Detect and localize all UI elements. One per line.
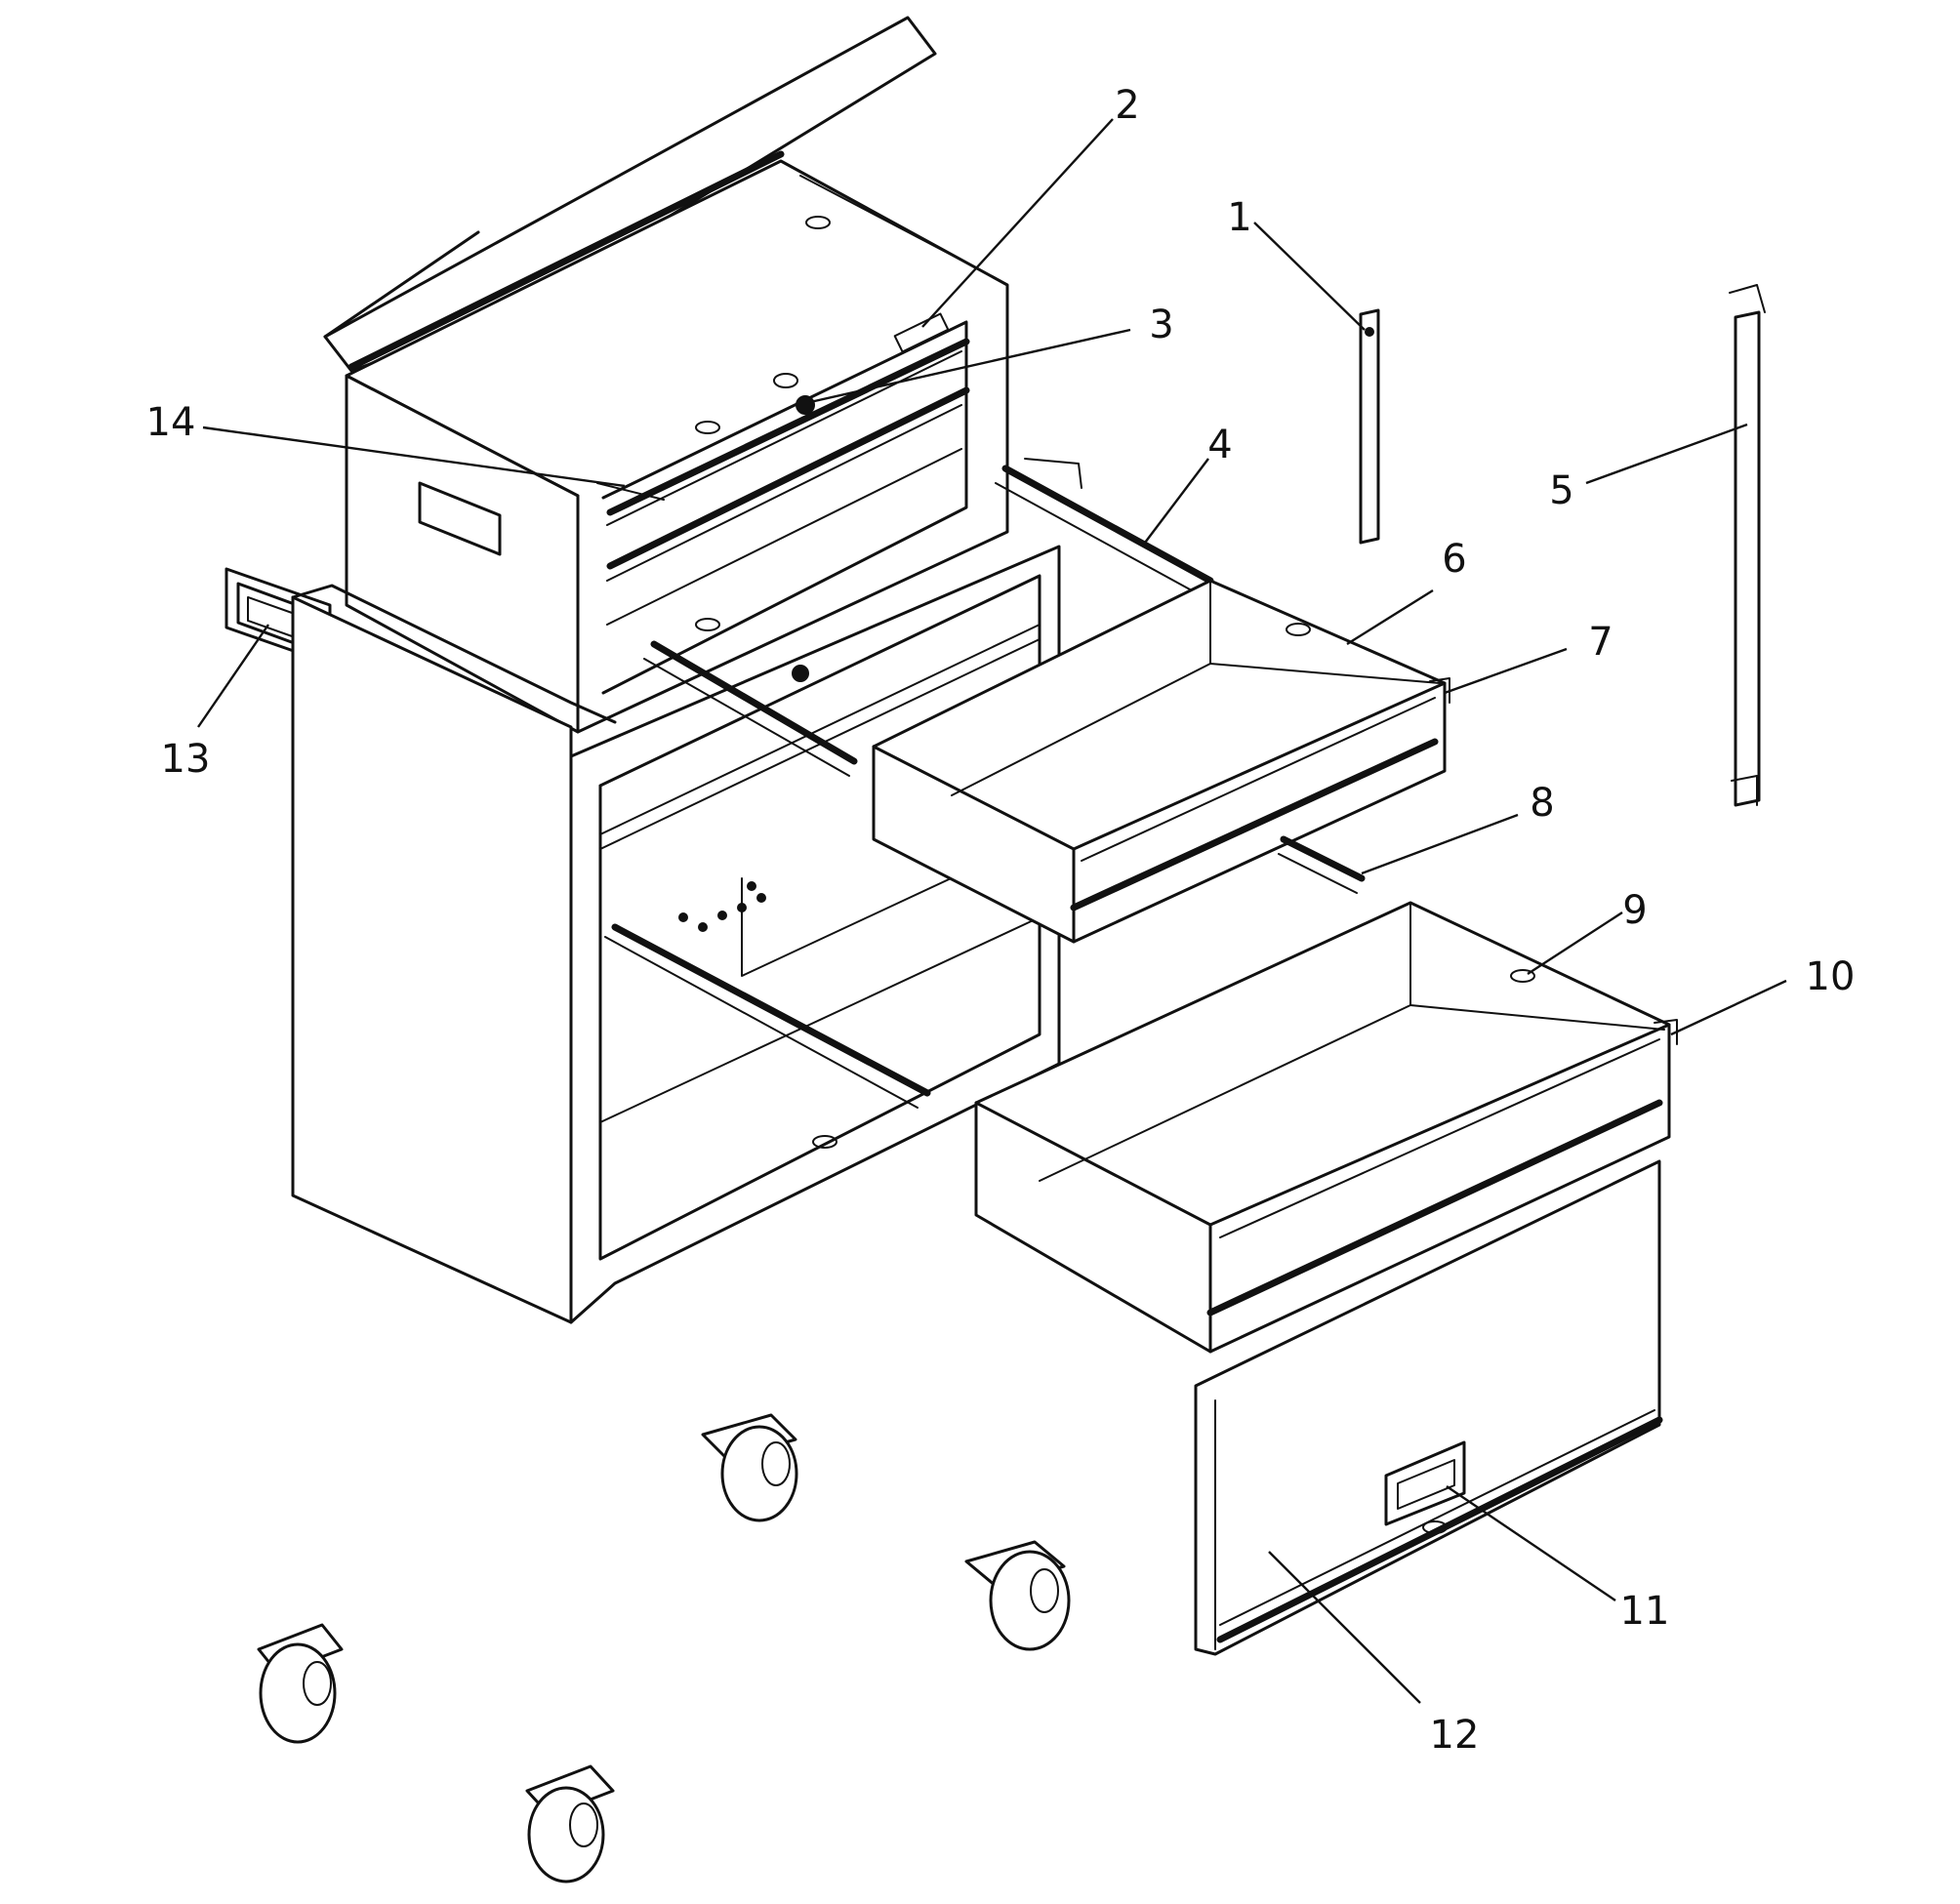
callout-9: 9: [1622, 888, 1647, 933]
drawer-9: [974, 901, 1678, 1354]
callout-labels: 1 2 3 4 5 6 7 8 9 10 11 12 13 14: [146, 83, 1856, 1758]
slide-8: [1278, 835, 1366, 894]
callout-11: 11: [1620, 1589, 1670, 1634]
caster-3: [257, 1623, 344, 1744]
callout-14: 14: [146, 400, 196, 445]
callout-7: 7: [1588, 620, 1613, 665]
lower-slide: [611, 923, 931, 1097]
callout-8: 8: [1530, 781, 1554, 826]
slide-4: [995, 458, 1214, 596]
trim-14: [596, 482, 665, 501]
callout-5: 5: [1549, 468, 1573, 513]
callout-1: 1: [1227, 195, 1251, 240]
lower-cabinet: [291, 545, 1061, 1324]
callout-3: 3: [1149, 303, 1173, 347]
drawer-handle-11: [1384, 1440, 1466, 1526]
drawer-10-pull: [1206, 1099, 1663, 1317]
leader-lines: [197, 118, 1787, 1704]
upper-slide-left: [650, 640, 858, 765]
callout-4: 4: [1207, 423, 1232, 467]
lock-3: [796, 395, 815, 415]
caster-1: [701, 1413, 798, 1522]
callout-2: 2: [1115, 83, 1139, 128]
callout-6: 6: [1442, 537, 1466, 582]
top-chest: [323, 16, 1009, 734]
caster-4: [525, 1764, 615, 1884]
drawer-7-pull: [1070, 738, 1439, 911]
label-plate-2: [893, 312, 950, 353]
side-rail-5: [1729, 284, 1766, 807]
callout-12: 12: [1430, 1713, 1480, 1758]
drawer-front-12: [1194, 1159, 1663, 1656]
callout-10: 10: [1806, 954, 1856, 999]
side-rail-1: [1359, 308, 1380, 545]
cabinet-side: [291, 595, 573, 1324]
drawer-6: [872, 579, 1450, 944]
caster-2: [964, 1540, 1071, 1651]
callout-13: 13: [161, 737, 211, 782]
